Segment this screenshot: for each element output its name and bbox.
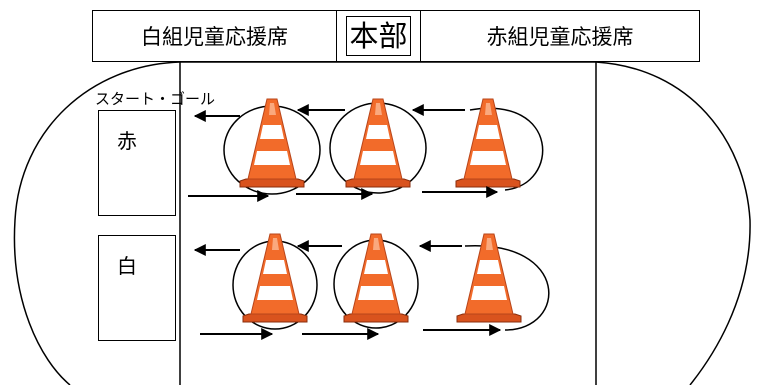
white-team-seats-box: 白組児童応援席 [92,10,337,62]
white-team-start-box: 白 [98,235,176,341]
headquarters-label: 本部 [346,16,411,56]
red-team-seats-box: 赤組児童応援席 [420,10,700,62]
lane-red [188,98,544,202]
traffic-cone-icon [239,98,305,188]
headquarters-box: 本部 [336,10,421,62]
turn-arc [464,245,550,331]
traffic-cone-icon [456,233,522,323]
start-goal-label: スタート・ゴール [95,90,216,108]
track-left-curve [13,61,181,385]
white-team-seats-label: 白組児童応援席 [141,25,288,49]
red-team-start-box: 赤 [98,110,176,216]
white-team-label: 白 [117,254,137,278]
track-right-curve [595,61,751,385]
lane-white [193,233,550,340]
turn-arc [469,107,544,191]
track-outline [13,61,751,385]
traffic-cone-icon [345,98,411,188]
red-team-seats-label: 赤組児童応援席 [486,25,634,49]
red-team-label: 赤 [117,129,137,153]
traffic-cone-icon [455,98,521,188]
